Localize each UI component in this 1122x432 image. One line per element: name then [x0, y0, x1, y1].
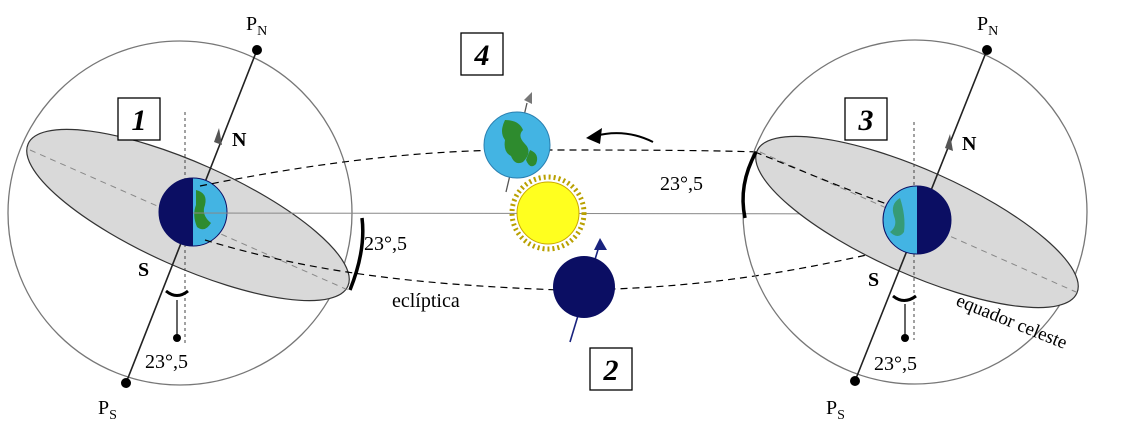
panel-number-box-1 [117, 97, 161, 141]
orbit-direction-arrow [594, 132, 654, 143]
north-label-1: N [232, 129, 247, 151]
angle-arc-bottom-3 [892, 294, 917, 302]
pole-south-dot-3 [850, 376, 860, 386]
pole-north-dot-3 [982, 45, 992, 55]
south-label-3: S [868, 269, 879, 291]
pole-south-label-1: P [98, 397, 109, 419]
earth-2 [553, 238, 615, 343]
pole-north-sub-3: N [988, 24, 998, 39]
celestial-sphere-3: 3 PN PS N S 23°,5 23°,5 equador celeste [660, 13, 1088, 423]
tilt-label-1: 23°,5 [364, 233, 407, 255]
earth-4 [483, 92, 551, 193]
axis-arrow-3 [945, 134, 953, 151]
tilt-bottom-label-3: 23°,5 [874, 353, 917, 375]
pole-south-sub-1: S [109, 408, 117, 423]
svg-text:PN: PN [246, 13, 267, 39]
sun [509, 174, 587, 252]
ecliptic-label: eclíptica [392, 290, 460, 312]
panel-number-box-2 [589, 347, 633, 391]
pole-north-label-1: P [246, 13, 257, 35]
pole-south-label-3: P [826, 397, 837, 419]
orbit-back-right [754, 151, 891, 206]
pole-south-dot-1 [121, 378, 131, 388]
earth-1 [158, 177, 228, 247]
angle-arc-bottom-1 [165, 289, 189, 297]
pole-north-sub-1: N [257, 24, 267, 39]
panel-number-box-3 [844, 97, 888, 141]
tilt-bottom-label-1: 23°,5 [145, 351, 188, 373]
svg-text:PS: PS [826, 397, 845, 423]
svg-text:PN: PN [977, 13, 998, 39]
north-label-3: N [962, 133, 977, 155]
panel-number-box-4 [460, 32, 504, 76]
equator-dashed-axis-1 [29, 149, 349, 291]
celestial-sphere-1: 1 PN PS N S 23°,5 23°,5 [7, 13, 407, 423]
pole-north-label-3: P [977, 13, 988, 35]
tilt-mark-1 [348, 217, 365, 291]
svg-text:PS: PS [98, 397, 117, 423]
south-label-1: S [138, 259, 149, 281]
sun-rays [509, 174, 587, 252]
tilt-mark-3 [741, 151, 758, 219]
axis-arrow-1 [214, 128, 222, 145]
panel-number-2: 2 [603, 354, 619, 387]
panel-number-1: 1 [132, 104, 147, 137]
tilt-label-3: 23°,5 [660, 173, 703, 195]
orbit-front [204, 239, 881, 291]
panel-number-3: 3 [858, 104, 874, 137]
pole-south-sub-3: S [837, 408, 845, 423]
sun-disc [516, 181, 580, 245]
pole-north-dot-1 [252, 45, 262, 55]
panel-number-4: 4 [474, 39, 490, 72]
orbit-back [199, 149, 761, 187]
